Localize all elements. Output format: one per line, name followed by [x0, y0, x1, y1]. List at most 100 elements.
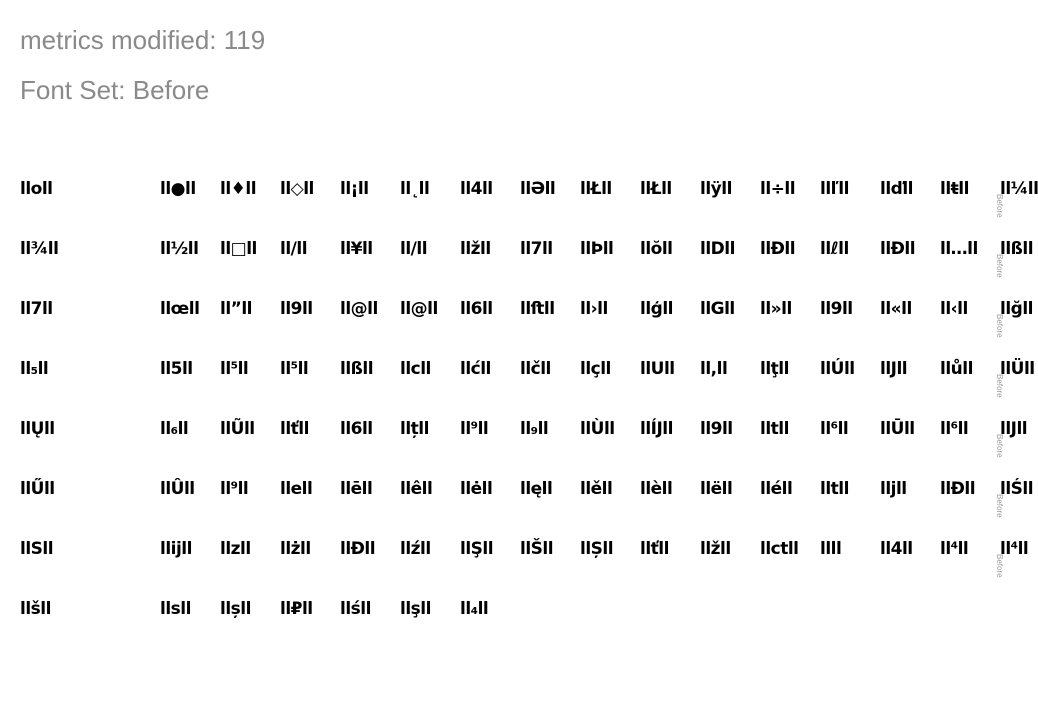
glyph-sample: llėll — [460, 479, 493, 499]
glyph-sample: llﬅll — [520, 299, 555, 319]
glyph-sample: lléll — [760, 479, 793, 499]
glyph-sample: ll@ll — [400, 299, 438, 319]
glyph-sample: llctll — [760, 539, 799, 559]
glyph-sample: ll₉ll — [520, 419, 549, 439]
glyph-sample: llęll — [520, 479, 553, 499]
glyph-sample: llĐll — [760, 239, 796, 259]
font-set-side-label: Before — [995, 554, 1004, 578]
glyph-sample: ll5ll — [160, 359, 193, 379]
glyph-sample: ll♦ll — [220, 179, 257, 199]
glyph-sample: ll⁴ll — [940, 539, 969, 559]
glyph-sample: llŏll — [640, 239, 673, 259]
glyph-sample: ll₆ll — [160, 419, 189, 439]
glyph-sample: ll«ll — [880, 299, 912, 319]
glyph-sample: ll/ll — [400, 239, 428, 259]
glyph-sample: ll₄ll — [460, 599, 489, 619]
glyph-sample: llDll — [700, 239, 735, 259]
glyph-sample: llÿll — [700, 179, 732, 199]
glyph-sample: ll₽ll — [280, 599, 313, 619]
glyph-sample: llzll — [220, 539, 251, 559]
glyph-sample: ll⁴ll — [1000, 539, 1029, 559]
glyph-sample: ll¾ll — [20, 239, 59, 259]
glyph-sample: llśll — [340, 599, 371, 619]
glyph-sample: ll…ll — [940, 239, 978, 259]
glyph-sample: ll⁵ll — [280, 359, 309, 379]
glyph-sample: llŁll — [640, 179, 672, 199]
glyph-sample: ll⁵ll — [220, 359, 249, 379]
glyph-sample: llŨll — [220, 419, 255, 439]
glyph-sample: ll4ll — [460, 179, 493, 199]
glyph-sample: llèll — [640, 479, 673, 499]
glyph-sample: llÚll — [820, 359, 855, 379]
glyph-sample: llÐll — [940, 479, 976, 499]
glyph-sample: llŰll — [20, 479, 55, 499]
glyph-sample: llUll — [640, 359, 675, 379]
glyph-sample: ll◇ll — [280, 179, 314, 199]
glyph-sample: ll⁶ll — [940, 419, 969, 439]
glyph-sample: llGll — [700, 299, 735, 319]
glyph-sample: llell — [280, 479, 313, 499]
glyph-sample: ll⁹ll — [220, 479, 249, 499]
glyph-sample: llsll — [160, 599, 191, 619]
glyph-sample: llŲll — [20, 419, 55, 439]
glyph-sample: llĐll — [880, 239, 916, 259]
glyph-sample: llSll — [20, 539, 54, 559]
glyph-sample: lltll — [760, 419, 789, 439]
font-set-side-label: Before — [995, 374, 1004, 398]
glyph-sample: ll¼ll — [1000, 179, 1038, 199]
glyph-sample: ll,ll — [700, 359, 728, 379]
glyph-sample: llŞll — [460, 539, 494, 559]
glyph-sample: llȘll — [580, 539, 614, 559]
glyph-sample: ll4ll — [880, 539, 913, 559]
glyph-sample: llƏll — [520, 179, 556, 199]
glyph-sample: llℓll — [820, 239, 849, 259]
glyph-sample: ll¡ll — [340, 179, 369, 199]
glyph-sample: llžll — [460, 239, 491, 259]
glyph-sample: llěll — [580, 479, 613, 499]
glyph-sample: llțll — [400, 419, 429, 439]
glyph-sample: llêll — [400, 479, 433, 499]
glyph-sample: lltll — [820, 479, 849, 499]
glyph-sample: llçll — [580, 359, 611, 379]
glyph-sample: llÍJll — [640, 419, 673, 439]
glyph-sample: lljll — [880, 479, 907, 499]
glyph-sample: ll/ll — [280, 239, 308, 259]
font-set-label: Font Set: Before — [20, 75, 210, 105]
glyph-sample: llœll — [160, 299, 200, 319]
glyph-sample: llÙll — [580, 419, 615, 439]
glyph-sample: llžll — [700, 539, 731, 559]
glyph-sample: llťll — [280, 419, 309, 439]
glyph-sample: lloll — [20, 179, 53, 199]
glyph-sample: llŁll — [580, 179, 612, 199]
glyph-sample: ll₅ll — [20, 359, 49, 379]
glyph-sample: llÜll — [1000, 359, 1035, 379]
glyph-sample: ll●ll — [160, 179, 196, 199]
glyph-sample: llšll — [20, 599, 51, 619]
glyph-sample: ll9ll — [820, 299, 853, 319]
glyph-sample: llţll — [760, 359, 789, 379]
glyph-sample: ll@ll — [340, 299, 378, 319]
glyph-sample: llğll — [1000, 299, 1033, 319]
glyph-sample: llůll — [940, 359, 973, 379]
glyph-sample: llĐll — [340, 539, 376, 559]
glyph-sample: llćll — [460, 359, 491, 379]
glyph-sample: llJll — [1000, 419, 1028, 439]
glyph-sample: ll›ll — [580, 299, 608, 319]
glyph-sample: llijll — [160, 539, 192, 559]
glyph-sample: ll⁹ll — [460, 419, 489, 439]
glyph-sample: llÛll — [160, 479, 195, 499]
glyph-sample: llďll — [880, 179, 913, 199]
glyph-sample: ll”ll — [220, 299, 252, 319]
glyph-sample: llÞll — [580, 239, 614, 259]
glyph-sample: llģll — [640, 299, 673, 319]
font-set-side-label: Before — [995, 194, 1004, 218]
glyph-sample: llťll — [640, 539, 669, 559]
glyph-sample: llŚll — [1000, 479, 1034, 499]
glyph-sample: llßll — [340, 359, 374, 379]
glyph-sample: llŠll — [520, 539, 554, 559]
metrics-modified-label: metrics modified: 119 — [20, 25, 266, 55]
